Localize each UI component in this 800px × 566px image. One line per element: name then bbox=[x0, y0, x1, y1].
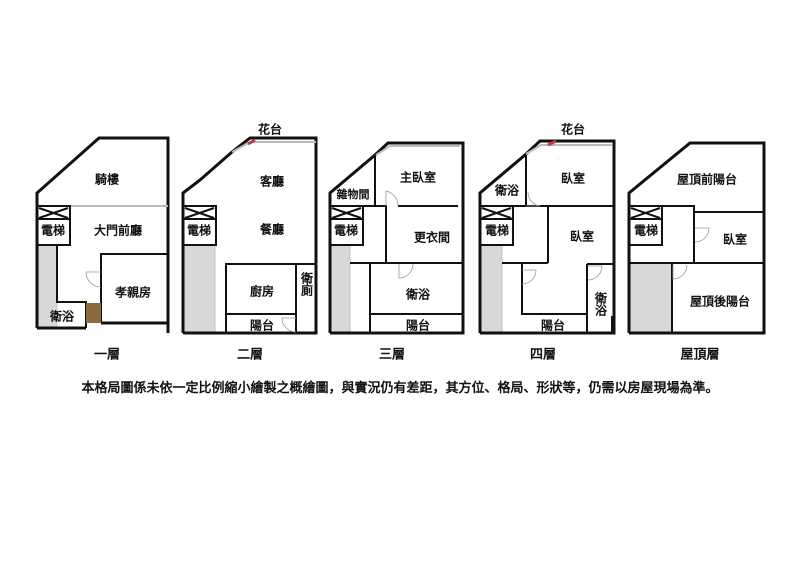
room-label: 衛廁 bbox=[300, 271, 314, 297]
elevator-shaft-icon bbox=[37, 207, 70, 220]
room-label: 電梯 bbox=[334, 223, 358, 238]
room-label: 電梯 bbox=[634, 223, 658, 238]
room-label: 衛浴 bbox=[594, 291, 608, 317]
staircase bbox=[182, 244, 216, 334]
door bbox=[398, 263, 414, 279]
floor-label: 一層 bbox=[94, 348, 120, 363]
room-label: 陽台 bbox=[406, 318, 430, 333]
door bbox=[521, 269, 537, 285]
staircase bbox=[329, 244, 351, 334]
room-label: 客廳 bbox=[259, 174, 284, 189]
elevator-shaft-icon bbox=[480, 207, 513, 220]
room-label: 陽台 bbox=[250, 318, 274, 333]
door bbox=[587, 265, 603, 281]
room-label: 屋頂後陽台 bbox=[690, 294, 750, 309]
closet bbox=[86, 303, 101, 323]
staircase bbox=[479, 244, 503, 334]
elevator bbox=[329, 205, 364, 246]
floor-label: 四層 bbox=[530, 348, 556, 363]
room-label: 電梯 bbox=[41, 223, 65, 238]
door bbox=[526, 191, 541, 207]
disclaimer-caption: 本格局圖係未依一定比例縮小繪製之概繪圖，與實況仍有差距，其方位、格局、形狀等，仍… bbox=[81, 381, 719, 396]
room-label: 花台 bbox=[258, 122, 282, 137]
door bbox=[672, 264, 688, 280]
room-label: 陽台 bbox=[541, 318, 565, 333]
floor-plan-3f: 雜物間 主臥室 電梯 更衣間 衛浴 陽台 三層 bbox=[328, 141, 465, 363]
elevator-shaft-icon bbox=[629, 207, 662, 220]
floor-plan-1f: 騎樓 大門前廳 電梯 孝親房 衛浴 一層 bbox=[35, 136, 170, 363]
room-label: 餐廳 bbox=[260, 222, 284, 237]
room-label: 廚房 bbox=[250, 284, 274, 299]
floor-plan-2f: 花台 客廳 餐廳 電梯 廚房 衛廁 陽台 二層 bbox=[181, 122, 318, 363]
room-label: 臥室 bbox=[561, 171, 585, 186]
floor-label: 屋頂層 bbox=[680, 348, 719, 363]
elevator-shaft-icon bbox=[330, 207, 363, 220]
room-label: 主臥室 bbox=[400, 170, 436, 185]
room-label: 大門前廳 bbox=[94, 223, 142, 238]
floor-label: 三層 bbox=[379, 348, 405, 363]
door bbox=[85, 271, 102, 288]
elevator bbox=[36, 205, 71, 246]
room-label: 屋頂前陽台 bbox=[677, 172, 737, 187]
door bbox=[694, 227, 710, 243]
room-label: 衛浴 bbox=[49, 309, 75, 324]
room-label: 臥室 bbox=[570, 229, 594, 244]
elevator bbox=[182, 205, 217, 246]
room-label: 臥室 bbox=[723, 232, 747, 247]
floor-label: 二層 bbox=[237, 348, 263, 363]
room-label: 騎樓 bbox=[95, 172, 119, 187]
elevator-shaft-icon bbox=[183, 207, 216, 220]
floor-plan-4f: 花台 衛浴 臥室 電梯 臥室 衛浴 陽台 四層 bbox=[478, 122, 616, 363]
elevator bbox=[628, 205, 663, 246]
planter-marker bbox=[547, 139, 557, 147]
floor-plan-roof: 屋頂前陽台 電梯 臥室 屋頂後陽台 屋頂層 bbox=[627, 141, 766, 363]
room-label: 雜物間 bbox=[337, 187, 370, 201]
elevator bbox=[479, 205, 514, 246]
planter-marker bbox=[247, 138, 256, 146]
room-label: 花台 bbox=[561, 122, 585, 137]
room-label: 衛浴 bbox=[405, 287, 431, 302]
room-label: 電梯 bbox=[187, 223, 211, 238]
room-label: 更衣間 bbox=[414, 230, 450, 245]
staircase bbox=[628, 262, 673, 334]
room-label: 衛浴 bbox=[494, 183, 520, 198]
room-label: 電梯 bbox=[485, 223, 509, 238]
door bbox=[385, 190, 399, 207]
door bbox=[281, 317, 297, 333]
room-label: 孝親房 bbox=[114, 285, 151, 300]
